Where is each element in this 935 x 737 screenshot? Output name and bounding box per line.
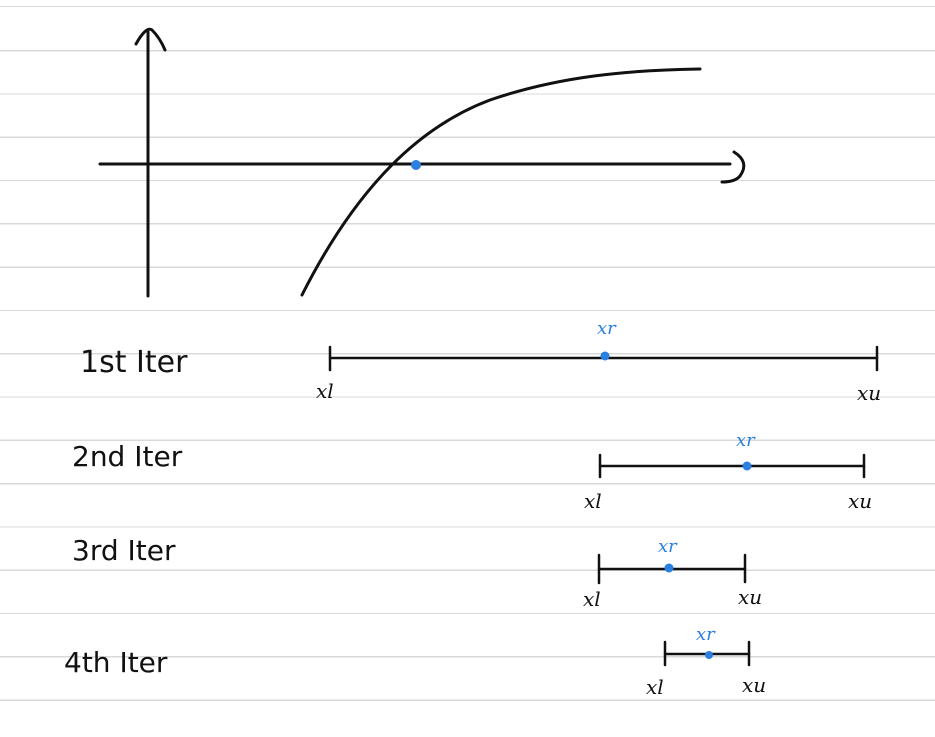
xu-label: xu [738,585,762,609]
xl-label: xl [584,489,602,513]
xr-label: xr [736,430,756,451]
y-axis-arrowhead [134,27,167,52]
iteration-label: 1st Iter [80,345,188,380]
xu-label: xu [848,489,872,513]
function-graph [98,27,746,298]
xl-label: xl [646,675,664,699]
xr-point [664,563,674,573]
xl-label: xl [583,587,601,611]
root-point [411,160,421,170]
xr-point [600,351,610,361]
iteration-label: 4th Iter [64,646,168,679]
xu-label: xu [857,381,881,405]
xr-label: xr [597,318,617,339]
iteration-label: 2nd Iter [72,440,183,473]
iteration-row-1: 1st Iter xr xl xu [80,318,881,405]
iteration-label: 3rd Iter [72,534,176,567]
xl-label: xl [316,379,334,403]
function-curve [300,67,702,297]
xr-label: xr [658,536,678,557]
iteration-row-4: 4th Iter xr xl xu [64,624,766,699]
xr-label: xr [696,624,716,645]
x-axis-arrowhead [720,150,746,184]
iteration-row-3: 3rd Iter xr xl xu [72,534,762,611]
xu-label: xu [742,673,766,697]
xr-point [742,461,752,471]
iteration-row-2: 2nd Iter xr xl xu [72,430,872,513]
xr-point [705,651,713,659]
